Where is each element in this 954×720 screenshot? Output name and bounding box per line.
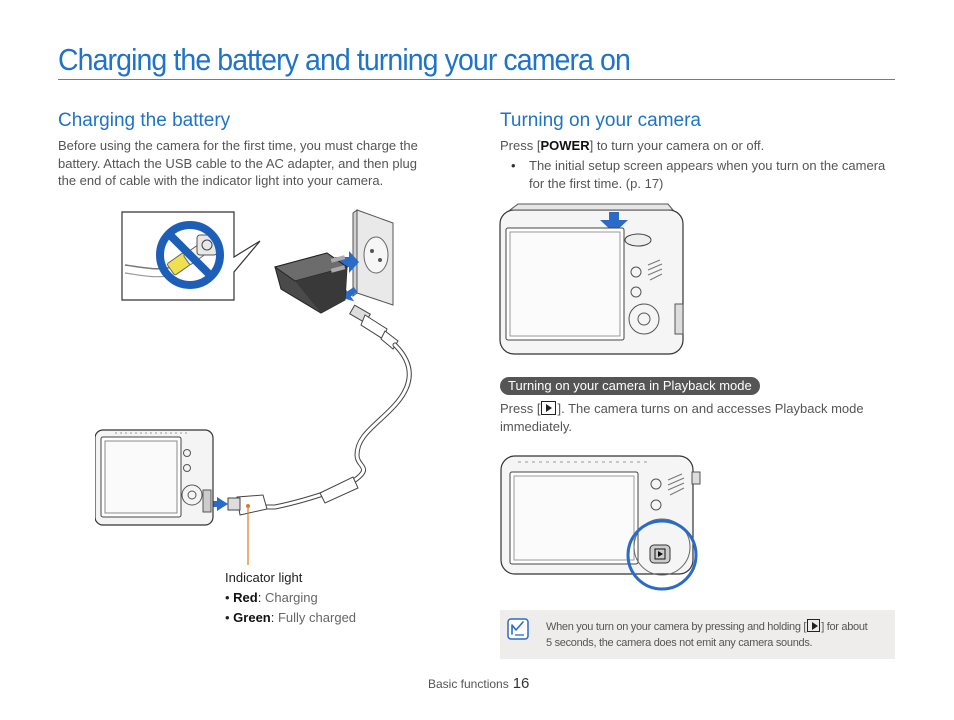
power-bullets: The initial setup screen appears when yo…	[500, 157, 900, 192]
playback-line-1: Press [ ]. The camera turns on and access…	[500, 400, 900, 418]
indicator-red-value: Charging	[264, 590, 318, 605]
charging-line-3: the end of cable with the indicator ligh…	[58, 173, 384, 188]
playback-highlight-circle	[626, 519, 698, 591]
wall-outlet	[352, 209, 394, 306]
connector-arrow-icon	[208, 497, 228, 511]
indicator-light-legend: Indicator light • Red: Charging • Green:…	[225, 568, 356, 628]
playback-button-icon	[541, 401, 557, 415]
bullet-line-1: The initial setup screen appears when yo…	[529, 158, 886, 173]
camera-left	[95, 429, 214, 526]
footer-section: Basic functions	[428, 677, 509, 691]
charging-line-2: battery. Attach the USB cable to the AC …	[58, 155, 417, 171]
page-title: Charging the battery and turning your ca…	[58, 42, 631, 77]
camera-connector	[208, 494, 268, 516]
camera-power-illustration	[499, 203, 684, 355]
charging-line-1: Before using the camera for the first ti…	[58, 138, 418, 153]
bullet-line-2: for the first time. (p. 17)	[529, 175, 664, 191]
power-button	[624, 233, 652, 247]
usb-cable	[252, 342, 412, 510]
note-line-1: When you turn on your camera by pressing…	[546, 619, 868, 636]
note-line-2: 5 seconds, the camera does not emit any …	[546, 636, 813, 649]
prohibited-icon	[156, 221, 224, 289]
title-divider	[58, 79, 895, 80]
note-prefix: When you turn on your camera by pressing…	[546, 621, 807, 633]
note-pencil-icon	[507, 618, 529, 640]
playback-mode-label: Turning on your camera in Playback mode	[500, 377, 760, 395]
power-instruction: Press [POWER] to turn your camera on or …	[500, 137, 764, 155]
note-text: When you turn on your camera by pressing…	[546, 619, 868, 651]
playback-prefix: Press [	[500, 401, 541, 416]
charging-illustration	[95, 209, 412, 565]
indicator-item-green: • Green: Fully charged	[225, 610, 357, 625]
note-playback-icon	[807, 619, 821, 632]
playback-suffix: ]. The camera turns on and accesses Play…	[557, 401, 864, 416]
note-suffix: ] for about	[821, 621, 868, 633]
power-bullet-item: The initial setup screen appears when yo…	[500, 157, 900, 192]
camera-playback-illustration	[500, 455, 701, 591]
section-heading-charging: Charging the battery	[58, 110, 231, 131]
ac-adapter	[273, 252, 349, 314]
charging-description: Before using the camera for the first ti…	[58, 137, 458, 190]
power-arrow-icon	[600, 212, 628, 233]
playback-instruction: Press [ ]. The camera turns on and access…	[500, 400, 900, 435]
indicator-title: Indicator light	[225, 570, 303, 585]
ferrite-core	[319, 476, 359, 504]
indicator-red-label: Red	[233, 590, 258, 605]
power-key-label: POWER	[540, 138, 590, 153]
indicator-light-dot	[246, 504, 250, 508]
indicator-green-label: Green	[233, 610, 271, 625]
section-heading-turning-on: Turning on your camera	[500, 110, 702, 131]
power-suffix: ] to turn your camera on or off.	[589, 138, 765, 153]
plug-arrow-icon	[335, 251, 359, 273]
note-box	[500, 610, 895, 659]
usb-plug	[349, 304, 399, 350]
indicator-item-red: • Red: Charging	[225, 590, 318, 605]
page-number: 16	[512, 675, 530, 692]
playback-line-2: immediately.	[500, 418, 573, 434]
power-prefix: Press [	[500, 138, 541, 153]
indicator-green-value: Fully charged	[277, 610, 357, 625]
prohibition-callout	[121, 211, 261, 301]
